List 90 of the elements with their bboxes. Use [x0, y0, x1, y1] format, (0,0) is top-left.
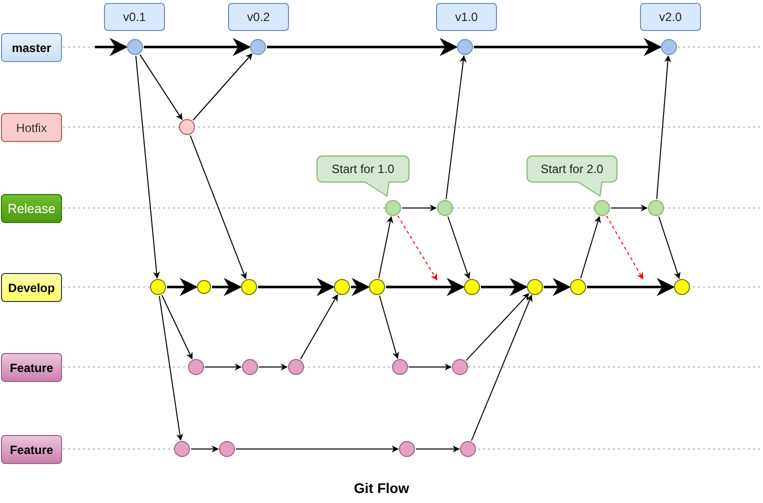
arrow [144, 38, 251, 56]
commit-circle [437, 200, 453, 216]
commit-circle [648, 200, 664, 216]
commit-circle [127, 39, 143, 55]
speech-bubble [527, 156, 617, 196]
arrow [351, 278, 370, 296]
arrow [190, 134, 247, 280]
commit-circle [570, 279, 586, 295]
commit-circle [241, 279, 257, 295]
commit-circle [385, 200, 401, 216]
arrow [397, 215, 438, 281]
commit-circle [174, 441, 190, 457]
commit-circle [242, 359, 258, 375]
commit-circle [594, 200, 610, 216]
arrow [544, 278, 571, 296]
arrow [466, 293, 530, 361]
branch-label [1, 273, 62, 302]
arrow [267, 38, 458, 56]
arrow [446, 55, 467, 200]
arrow [300, 294, 338, 360]
arrow [190, 446, 219, 452]
speech-bubble [317, 156, 409, 196]
commit-circle [219, 441, 235, 457]
arrow [95, 38, 128, 56]
arrow [158, 295, 184, 441]
commit-circle [288, 359, 304, 375]
branch-label [1, 113, 62, 142]
arrow [416, 446, 460, 452]
arrow [204, 364, 242, 370]
version-tag [228, 3, 289, 31]
label-text: Feature [10, 442, 54, 456]
commit-circle [188, 359, 204, 375]
arrow [408, 364, 452, 370]
version-tag [436, 3, 497, 31]
label-text: Hotfix [16, 120, 47, 134]
version-tag [640, 3, 701, 31]
arrow [610, 204, 648, 212]
arrow [212, 278, 242, 296]
arrow [587, 278, 675, 296]
commit-circle [460, 441, 476, 457]
label-text: v2.0 [659, 10, 682, 24]
arrow [258, 278, 335, 296]
commit-circle [179, 119, 195, 135]
arrow [236, 446, 399, 452]
label-text: v0.2 [247, 10, 270, 24]
arrow [656, 55, 672, 200]
label-text: Feature [10, 360, 54, 374]
branch-label [1, 435, 62, 464]
branch-label [1, 353, 62, 382]
arrow [470, 294, 532, 442]
arrow [658, 216, 681, 280]
arrow [258, 364, 288, 370]
arrow [402, 204, 437, 212]
branch-label [1, 33, 62, 62]
arrow [481, 278, 528, 296]
arrow [378, 295, 400, 360]
commit-circle [197, 280, 211, 294]
arrow [167, 278, 198, 296]
commit-circle [150, 279, 166, 295]
commit-circle [392, 359, 408, 375]
label-text: v1.0 [455, 10, 478, 24]
commit-circle [250, 39, 266, 55]
arrow [192, 53, 253, 121]
arrow [378, 216, 394, 279]
label-text: Start for 1.0 [332, 162, 394, 176]
version-tag [104, 3, 165, 31]
branch-label [1, 194, 62, 223]
commit-circle [527, 279, 543, 295]
commit-circle [369, 279, 385, 295]
commit-circle [334, 279, 350, 295]
commit-circle [464, 279, 480, 295]
label-text: v0.1 [123, 10, 146, 24]
arrow [386, 278, 465, 296]
label-text: Release [8, 201, 56, 216]
arrow [580, 216, 601, 279]
label-text: Start for 2.0 [540, 162, 604, 176]
label-text: Develop [8, 280, 55, 294]
arrow [447, 216, 470, 280]
arrow [139, 54, 183, 120]
diagram-caption: Git Flow [352, 480, 410, 496]
commit-circle [399, 441, 415, 457]
arrow [474, 38, 662, 56]
label-text: master [12, 40, 52, 54]
commit-circle [457, 39, 473, 55]
commit-circle [452, 359, 468, 375]
arrow [606, 215, 644, 280]
arrow [161, 294, 193, 360]
arrow [135, 55, 160, 279]
commit-circle [674, 279, 690, 295]
commit-circle [661, 39, 677, 55]
